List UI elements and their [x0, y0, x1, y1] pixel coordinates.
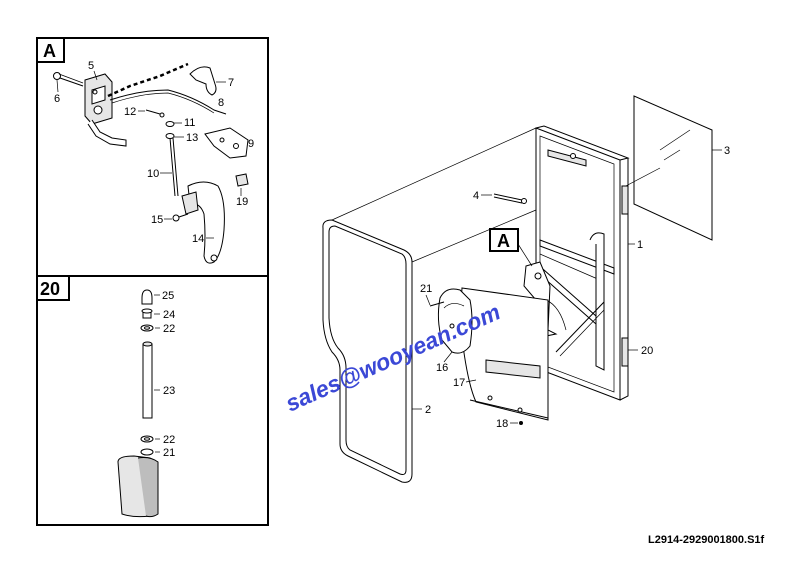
callout-14: 14	[192, 233, 204, 245]
cover-16	[429, 288, 473, 354]
lock-5	[84, 73, 127, 147]
bracket-7	[189, 66, 217, 96]
callout-19: 19	[236, 196, 248, 208]
detail-20-label: 20	[40, 279, 60, 299]
door-seal-2	[322, 219, 413, 483]
view-a-tag: A	[497, 231, 510, 251]
bracket-9	[204, 127, 249, 159]
screw-6	[53, 72, 84, 87]
glass-3	[633, 95, 713, 241]
callout-3: 3	[724, 145, 730, 157]
callout-9: 9	[248, 138, 254, 150]
callout-12: 12	[124, 106, 136, 118]
callout-1: 1	[637, 239, 643, 251]
rod-4	[493, 193, 527, 204]
callout-2: 2	[425, 404, 431, 416]
callout-17: 17	[453, 377, 465, 389]
main-assembly: A 3 4 1 21 16 20 17 2 18	[322, 95, 730, 483]
callout-21-detail: 21	[163, 447, 175, 459]
callout-18: 18	[496, 418, 508, 430]
callout-24: 24	[163, 309, 175, 321]
callout-7: 7	[228, 77, 234, 89]
part-19	[235, 173, 249, 187]
detail-a-panel: A	[36, 37, 269, 277]
callout-25: 25	[162, 290, 174, 302]
callout-13: 13	[186, 132, 198, 144]
callout-6: 6	[54, 93, 60, 105]
callout-16: 16	[436, 362, 448, 374]
inner-panel-17	[459, 287, 549, 421]
detail-20-panel: 20 25 24 22 23 22 21	[36, 275, 269, 526]
handle-14	[181, 181, 225, 264]
callout-4: 4	[473, 190, 479, 202]
callout-5: 5	[88, 60, 94, 72]
callout-10: 10	[147, 168, 159, 180]
callout-21: 21	[420, 283, 432, 295]
drawing-code: L2914-2929001800.S1f	[648, 534, 765, 546]
callout-20: 20	[641, 345, 653, 357]
callout-8: 8	[218, 97, 224, 109]
detail-a-label: A	[43, 41, 56, 61]
callout-22-bottom: 22	[163, 434, 175, 446]
callout-22-top: 22	[163, 323, 175, 335]
callout-15: 15	[151, 214, 163, 226]
callout-11: 11	[184, 117, 195, 129]
callout-23: 23	[163, 385, 175, 397]
